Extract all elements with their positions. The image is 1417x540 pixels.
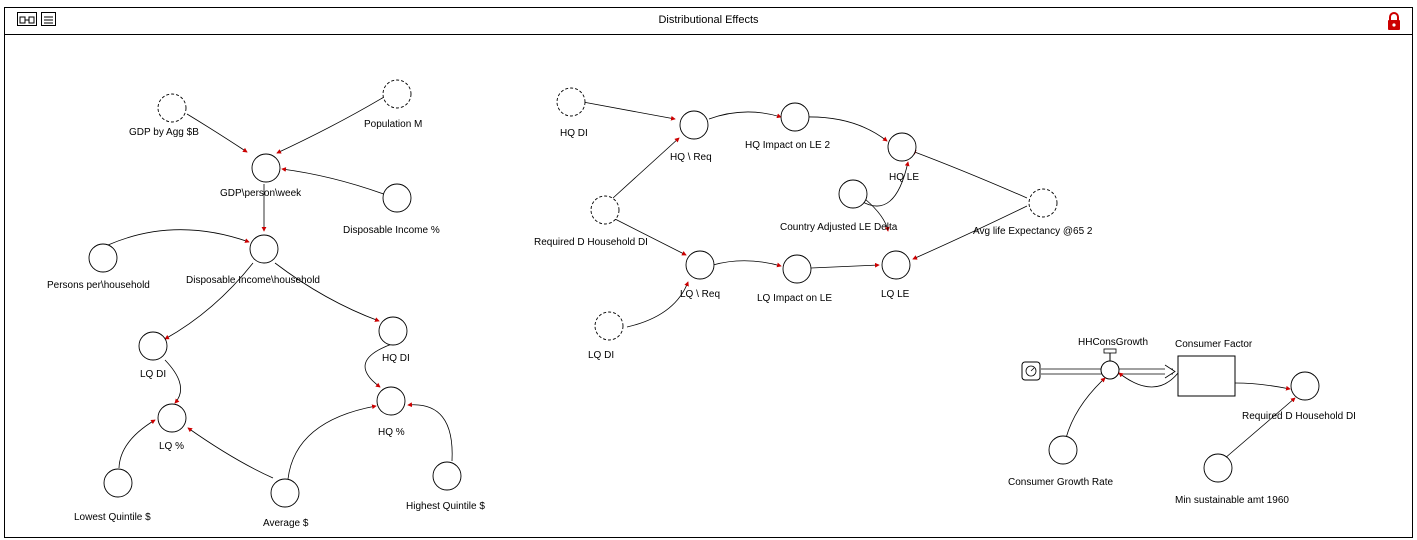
- gdp-person-week-node[interactable]: [251, 153, 281, 183]
- node-label: HQ \ Req: [670, 152, 712, 163]
- consumer-growth-rate-node[interactable]: [1048, 435, 1078, 465]
- node-label: HQ DI: [560, 128, 588, 139]
- link: [805, 116, 888, 142]
- link: [187, 427, 274, 479]
- avg-life-expectancy-node[interactable]: [1028, 188, 1058, 218]
- hq-di-mid-node[interactable]: [556, 87, 586, 117]
- valve-icon[interactable]: [1100, 348, 1120, 380]
- hq-req-node[interactable]: [679, 110, 709, 140]
- link: [911, 150, 1028, 199]
- node-label: Required D Household DI: [1242, 411, 1356, 422]
- min-sustainable-amt-node[interactable]: [1203, 453, 1233, 483]
- node-label: Average $: [263, 518, 309, 529]
- nodes: [88, 79, 1320, 508]
- diagram-canvas: GDP by Agg $B Population M GDP\person\we…: [47, 79, 1356, 529]
- link: [407, 402, 453, 462]
- link: [186, 113, 248, 153]
- window-title: Distributional Effects: [658, 14, 759, 26]
- link: [860, 161, 910, 207]
- link: [164, 262, 254, 340]
- link: [281, 167, 390, 197]
- link: [612, 137, 680, 199]
- link: [864, 198, 890, 232]
- node-label: Country Adjusted LE Delta: [780, 222, 898, 233]
- link: [276, 96, 385, 154]
- disposable-income-pct-node[interactable]: [382, 183, 412, 213]
- link: [274, 262, 380, 322]
- required-d-household-di-node[interactable]: [1290, 371, 1320, 401]
- lq-di-left-node[interactable]: [138, 331, 168, 361]
- node-label: Persons per\household: [47, 280, 150, 291]
- labels: GDP by Agg $B Population M GDP\person\we…: [47, 119, 1356, 529]
- highest-quintile-node[interactable]: [432, 461, 462, 491]
- flow-structure: [1021, 348, 1296, 466]
- node-label: LQ LE: [881, 289, 910, 300]
- title-bar: Distributional Effects: [5, 8, 1412, 35]
- lq-impact-le-node[interactable]: [782, 254, 812, 284]
- node-label: Consumer Factor: [1175, 339, 1253, 350]
- lq-di-mid-node[interactable]: [594, 311, 624, 341]
- node-label: LQ \ Req: [680, 289, 720, 300]
- node-label: Consumer Growth Rate: [1008, 477, 1113, 488]
- cloud-source-icon: [1021, 361, 1041, 381]
- hq-di-left-node[interactable]: [378, 316, 408, 346]
- population-node[interactable]: [382, 79, 412, 109]
- node-label: Required D Household DI: [534, 237, 648, 248]
- node-label: Disposable Income %: [343, 225, 440, 236]
- node-label: GDP by Agg $B: [129, 127, 199, 138]
- node-label: HHConsGrowth: [1078, 337, 1148, 348]
- link: [708, 111, 782, 120]
- node-label: Avg life Expectancy @65 2: [973, 226, 1093, 237]
- node-label: LQ %: [159, 441, 184, 452]
- node-label: LQ Impact on LE: [757, 293, 832, 304]
- link: [712, 260, 782, 268]
- connectors: [107, 96, 453, 480]
- link: [107, 229, 250, 246]
- lq-req-node[interactable]: [685, 250, 715, 280]
- hq-le-node[interactable]: [887, 132, 917, 162]
- node-label: Disposable Income\household: [186, 275, 320, 286]
- node-label: Highest Quintile $: [406, 501, 485, 512]
- connectors-middle: [582, 101, 1028, 328]
- node-label: HQ %: [378, 427, 405, 438]
- link: [118, 419, 156, 469]
- link: [614, 218, 687, 256]
- lq-le-node[interactable]: [881, 250, 911, 280]
- consumer-factor-stock[interactable]: [1177, 355, 1236, 397]
- lowest-quintile-node[interactable]: [103, 468, 133, 498]
- model-window: Distributional Effects: [4, 7, 1413, 538]
- document-list-icon[interactable]: [41, 12, 56, 26]
- node-label: HQ LE: [889, 172, 919, 183]
- node-label: Min sustainable amt 1960: [1175, 495, 1289, 506]
- lq-pct-node[interactable]: [157, 403, 187, 433]
- link: [364, 343, 393, 388]
- node-label: HQ Impact on LE 2: [745, 140, 830, 151]
- persons-per-household-node[interactable]: [88, 243, 118, 273]
- average-node[interactable]: [270, 478, 300, 508]
- lock-icon[interactable]: [1386, 11, 1402, 31]
- link: [626, 281, 689, 328]
- hq-impact-le-node[interactable]: [780, 102, 810, 132]
- node-label: Population M: [364, 119, 422, 130]
- model-view-icon[interactable]: [17, 12, 37, 26]
- link: [164, 359, 182, 404]
- link: [810, 262, 880, 269]
- node-label: Lowest Quintile $: [74, 512, 151, 523]
- hq-pct-node[interactable]: [376, 386, 406, 416]
- required-di-household-node[interactable]: [590, 195, 620, 225]
- gdp-by-agg-node[interactable]: [157, 93, 187, 123]
- link: [582, 101, 676, 121]
- node-label: LQ DI: [140, 369, 166, 380]
- link: [912, 205, 1028, 260]
- node-label: LQ DI: [588, 350, 614, 361]
- node-label: HQ DI: [382, 353, 410, 364]
- node-label: GDP\person\week: [220, 188, 302, 199]
- link: [287, 404, 377, 480]
- country-adjusted-le-node[interactable]: [838, 179, 868, 209]
- disposable-income-household-node[interactable]: [249, 234, 279, 264]
